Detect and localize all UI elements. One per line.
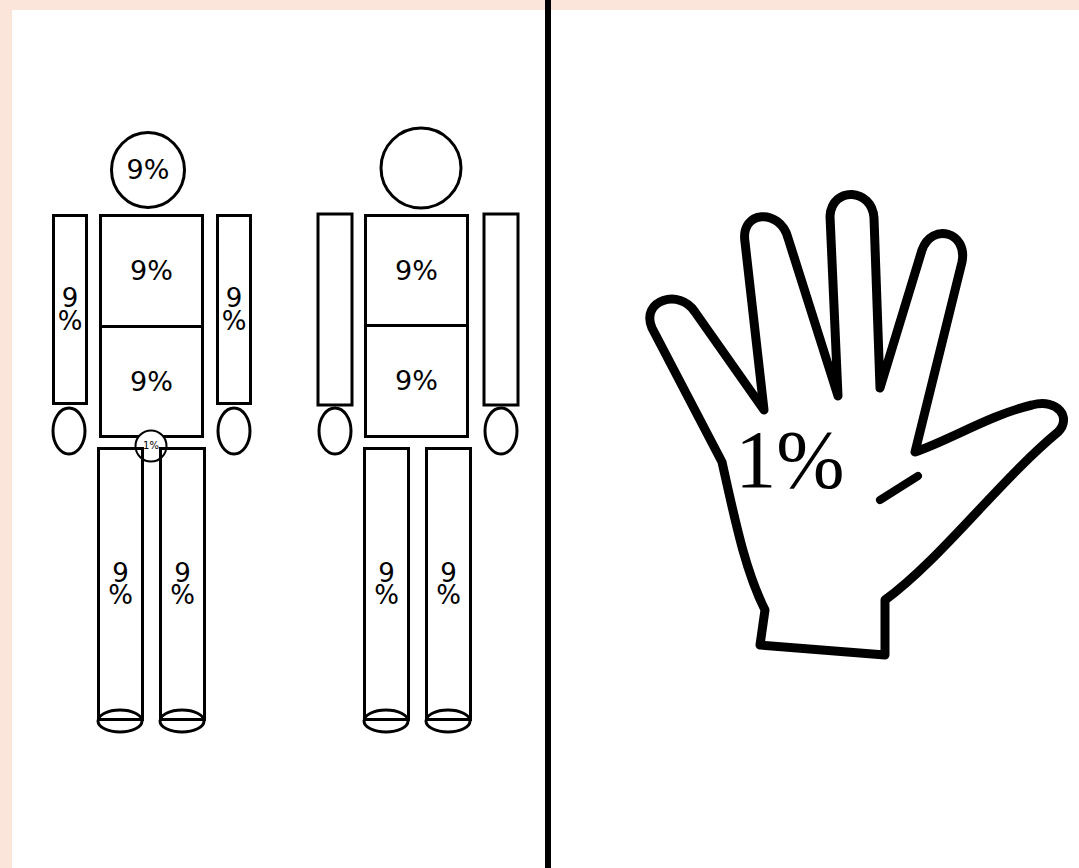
percent-label: 9% [395, 368, 438, 394]
foot-ellipse [426, 710, 470, 732]
percent-label: 9 % [436, 562, 461, 606]
hand-ellipse [53, 408, 85, 454]
head-circle: 9% [110, 131, 186, 209]
percent-label: 9 % [374, 562, 399, 606]
head-circle [381, 128, 461, 208]
percent-label: 9 % [222, 287, 247, 331]
leg-box: 9 % [425, 447, 472, 721]
arm-box [484, 214, 518, 405]
arm-box [318, 214, 352, 405]
percent-label: 9% [395, 258, 438, 284]
leg-box: 9 % [97, 447, 144, 721]
hand-outline [620, 180, 1070, 660]
percent-label: 9 % [170, 562, 195, 606]
hand-ellipse [485, 408, 517, 454]
lower-back-box: 9% [364, 324, 469, 438]
percent-label: 9% [127, 157, 170, 183]
hand-path [650, 194, 1064, 655]
hand-ellipse [319, 408, 351, 454]
foot-ellipse [160, 710, 204, 732]
leg-box: 9 % [159, 447, 206, 721]
arm-box: 9 % [52, 214, 88, 405]
percent-label: 1% [143, 441, 159, 451]
percent-label: 9% [130, 258, 173, 284]
hand-ellipse [218, 408, 250, 454]
percent-label: 9 % [108, 562, 133, 606]
percent-label: 9 % [58, 287, 83, 331]
thumb-crease [880, 476, 918, 500]
foot-ellipse [364, 710, 408, 732]
upper-back-box: 9% [364, 214, 469, 327]
circle-shape [112, 133, 185, 208]
abdomen-box: 9% [99, 325, 204, 438]
leg-box: 9 % [363, 447, 410, 721]
foot-ellipse [98, 710, 142, 732]
chest-box: 9% [99, 214, 204, 328]
percent-label: 1% [735, 421, 844, 499]
arm-box: 9 % [216, 214, 252, 405]
divider-line [545, 0, 551, 868]
groin-circle: 1% [134, 429, 168, 463]
hand-shape: 1% [620, 180, 1070, 660]
percent-label: 9% [130, 369, 173, 395]
